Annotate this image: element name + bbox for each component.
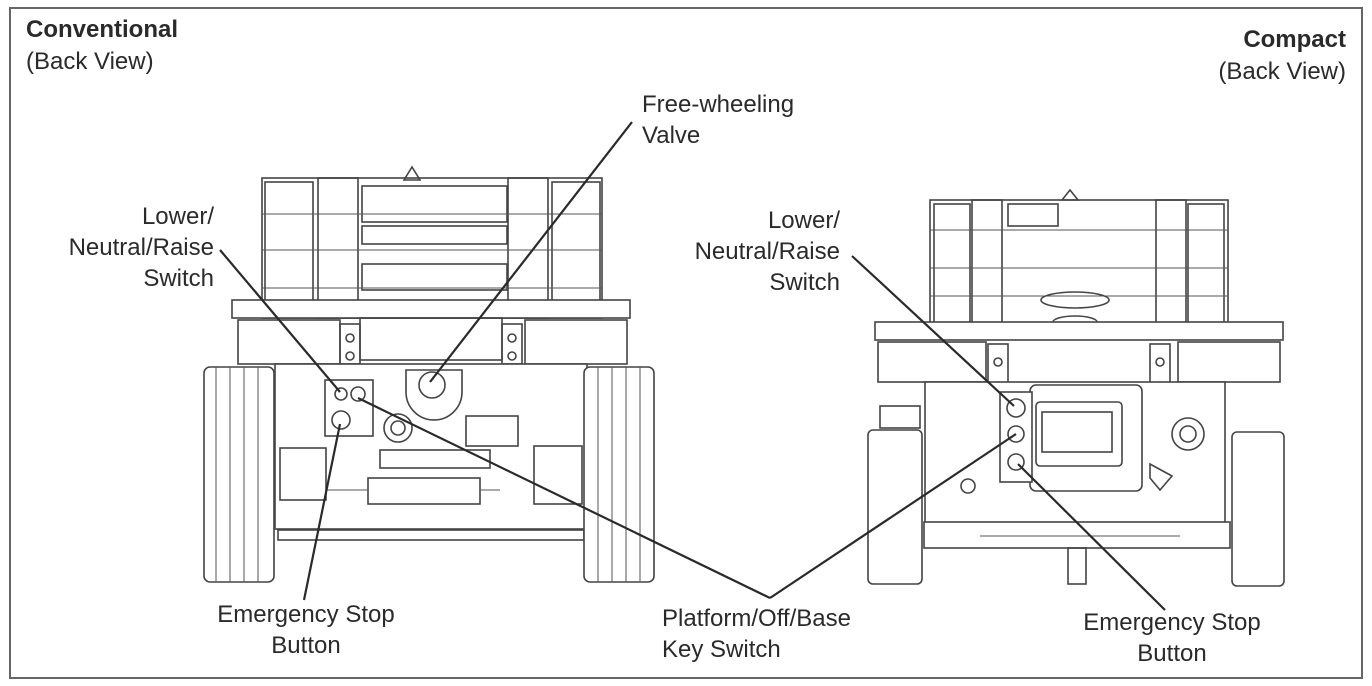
- compact-panel-subtitle: (Back View): [1218, 58, 1346, 85]
- free-wheeling-valve-label: Free-wheeling Valve: [642, 89, 794, 151]
- label-line: Button: [1137, 640, 1207, 667]
- conventional-panel-title: Conventional: [26, 16, 179, 43]
- compact-machine-drawing: [867, 188, 1285, 587]
- compact-emergency-stop-label: Emergency Stop Button: [1062, 607, 1282, 669]
- conventional-lower-neutral-raise-label: Lower/ Neutral/Raise Switch: [69, 201, 214, 294]
- label-line: Emergency Stop: [1083, 609, 1261, 636]
- figure-border: [9, 7, 1363, 679]
- conventional-emergency-stop-label: Emergency Stop Button: [196, 599, 416, 661]
- label-line: Neutral/Raise: [68, 234, 214, 261]
- label-line: Valve: [642, 122, 701, 149]
- label-line: Lower/: [767, 207, 840, 234]
- label-line: Key Switch: [662, 636, 781, 663]
- label-line: Lower/: [141, 203, 214, 230]
- label-line: Switch: [769, 269, 840, 296]
- platform-off-base-key-switch-label: Platform/Off/Base Key Switch: [662, 603, 851, 665]
- conventional-panel-subtitle: (Back View): [26, 48, 154, 75]
- label-line: Emergency Stop: [217, 601, 395, 628]
- callout-leader-lines: [219, 121, 1166, 611]
- compact-panel-title: Compact: [1243, 26, 1346, 53]
- label-line: Neutral/Raise: [694, 238, 840, 265]
- label-line: Free-wheeling: [642, 91, 795, 118]
- conventional-machine-drawing: [203, 165, 655, 583]
- label-line: Button: [271, 632, 341, 659]
- label-line: Switch: [143, 265, 214, 292]
- label-line: Platform/Off/Base: [662, 605, 851, 632]
- compact-lower-neutral-raise-label: Lower/ Neutral/Raise Switch: [695, 205, 840, 298]
